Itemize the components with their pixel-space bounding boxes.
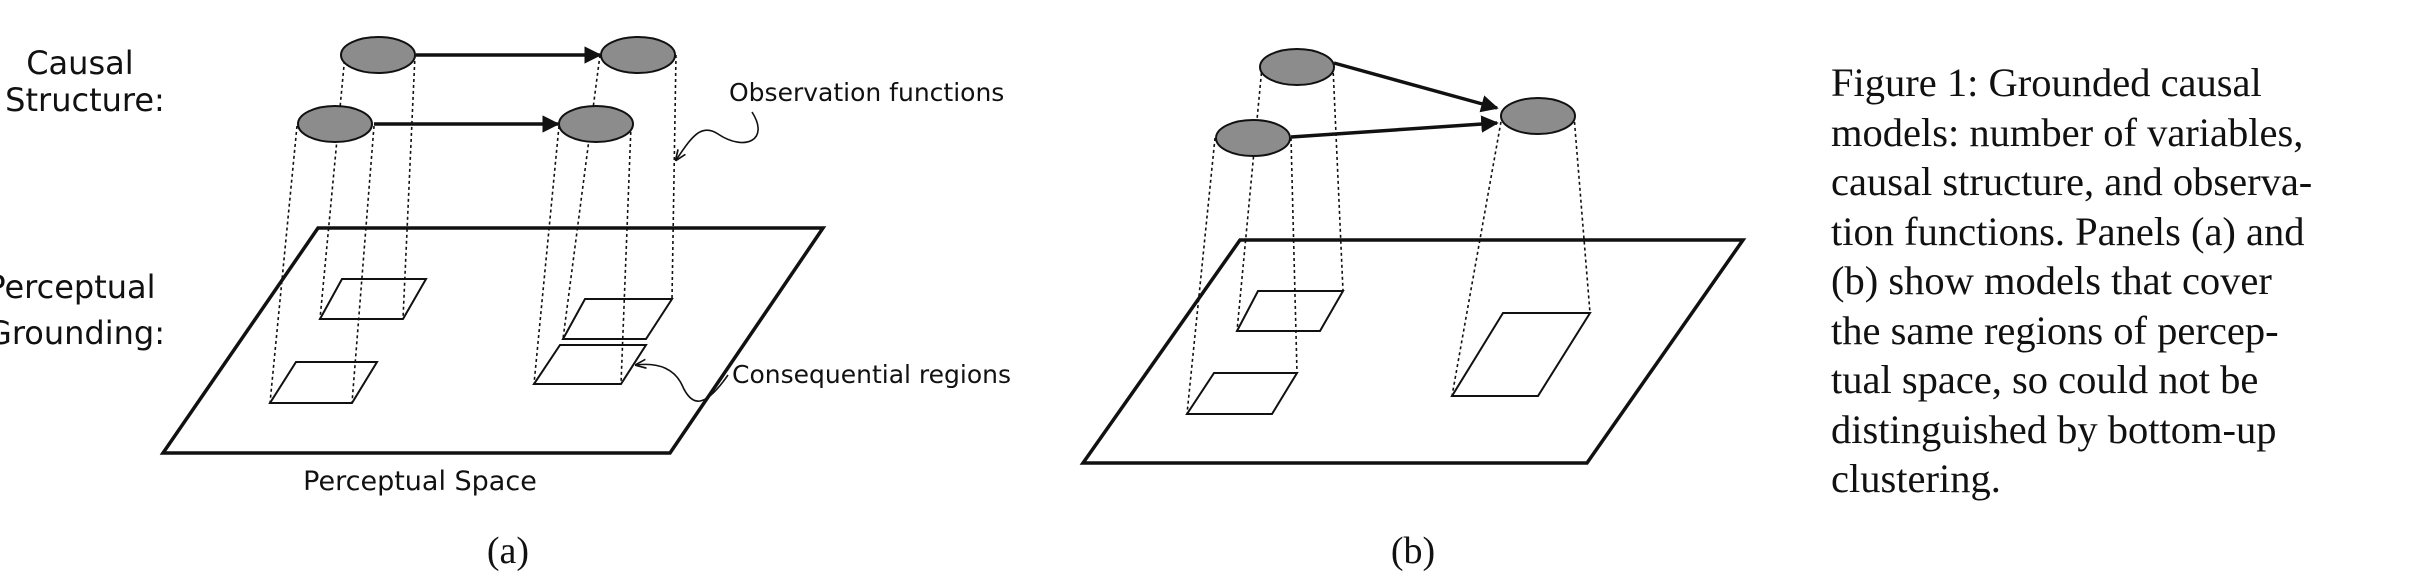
variable-node [1500,97,1576,135]
causal-edge [1333,61,1499,113]
region [1185,372,1299,415]
region [532,344,648,385]
perceptual-grounding-label: Perceptual Grounding: [0,268,166,352]
caption-line: (b) show models that cover [1831,258,2272,303]
caption-line: causal structure, and observa- [1831,159,2313,204]
consequential-regions [268,278,674,404]
panel-b: (b) [1079,48,1747,572]
causal-structure-label: Causal Structure: [5,44,165,119]
variable-node [297,105,373,143]
perceptual-space-label: Perceptual Space [303,466,537,497]
region [268,361,379,404]
caption-line: models: number of variables, [1831,109,2304,155]
variable-node [1215,119,1291,157]
caption-line: Figure 1: Grounded causal [1831,60,2262,105]
caption-line: the same regions of percep- [1831,307,2279,353]
perceptual-space-plane [159,226,827,455]
observation-annotation-arrow [676,111,759,160]
caption-line: tual space, so could not be [1831,357,2259,402]
caption-line: distinguished by bottom-up [1831,406,2277,452]
region [561,298,674,340]
region [1450,312,1592,397]
region [318,278,428,320]
variable-node [1259,48,1335,86]
consequential-regions-annotation: Consequential regions [732,360,1011,389]
panel-a-label: (a) [487,530,529,572]
variable-node [340,36,416,74]
observation-lines [269,54,677,404]
caption-line: clustering. [1831,456,2001,501]
causal-edge [1290,115,1499,139]
observation-functions-annotation: Observation functions [729,78,1004,107]
perceptual-space-plane [1079,238,1747,465]
consequential-regions [1185,290,1592,415]
variable-node [600,36,676,74]
variable-node [558,105,634,143]
region [1235,290,1345,332]
regions-annotation-arrow [636,364,729,402]
observation-lines [1186,66,1591,415]
panel-a: Causal Structure: Perceptual Grounding: [0,36,1011,572]
figure-caption: Figure 1: Grounded causal models: number… [1831,58,2401,504]
panel-b-label: (b) [1391,530,1435,572]
caption-line: tion functions. Panels (a) and [1831,208,2305,254]
